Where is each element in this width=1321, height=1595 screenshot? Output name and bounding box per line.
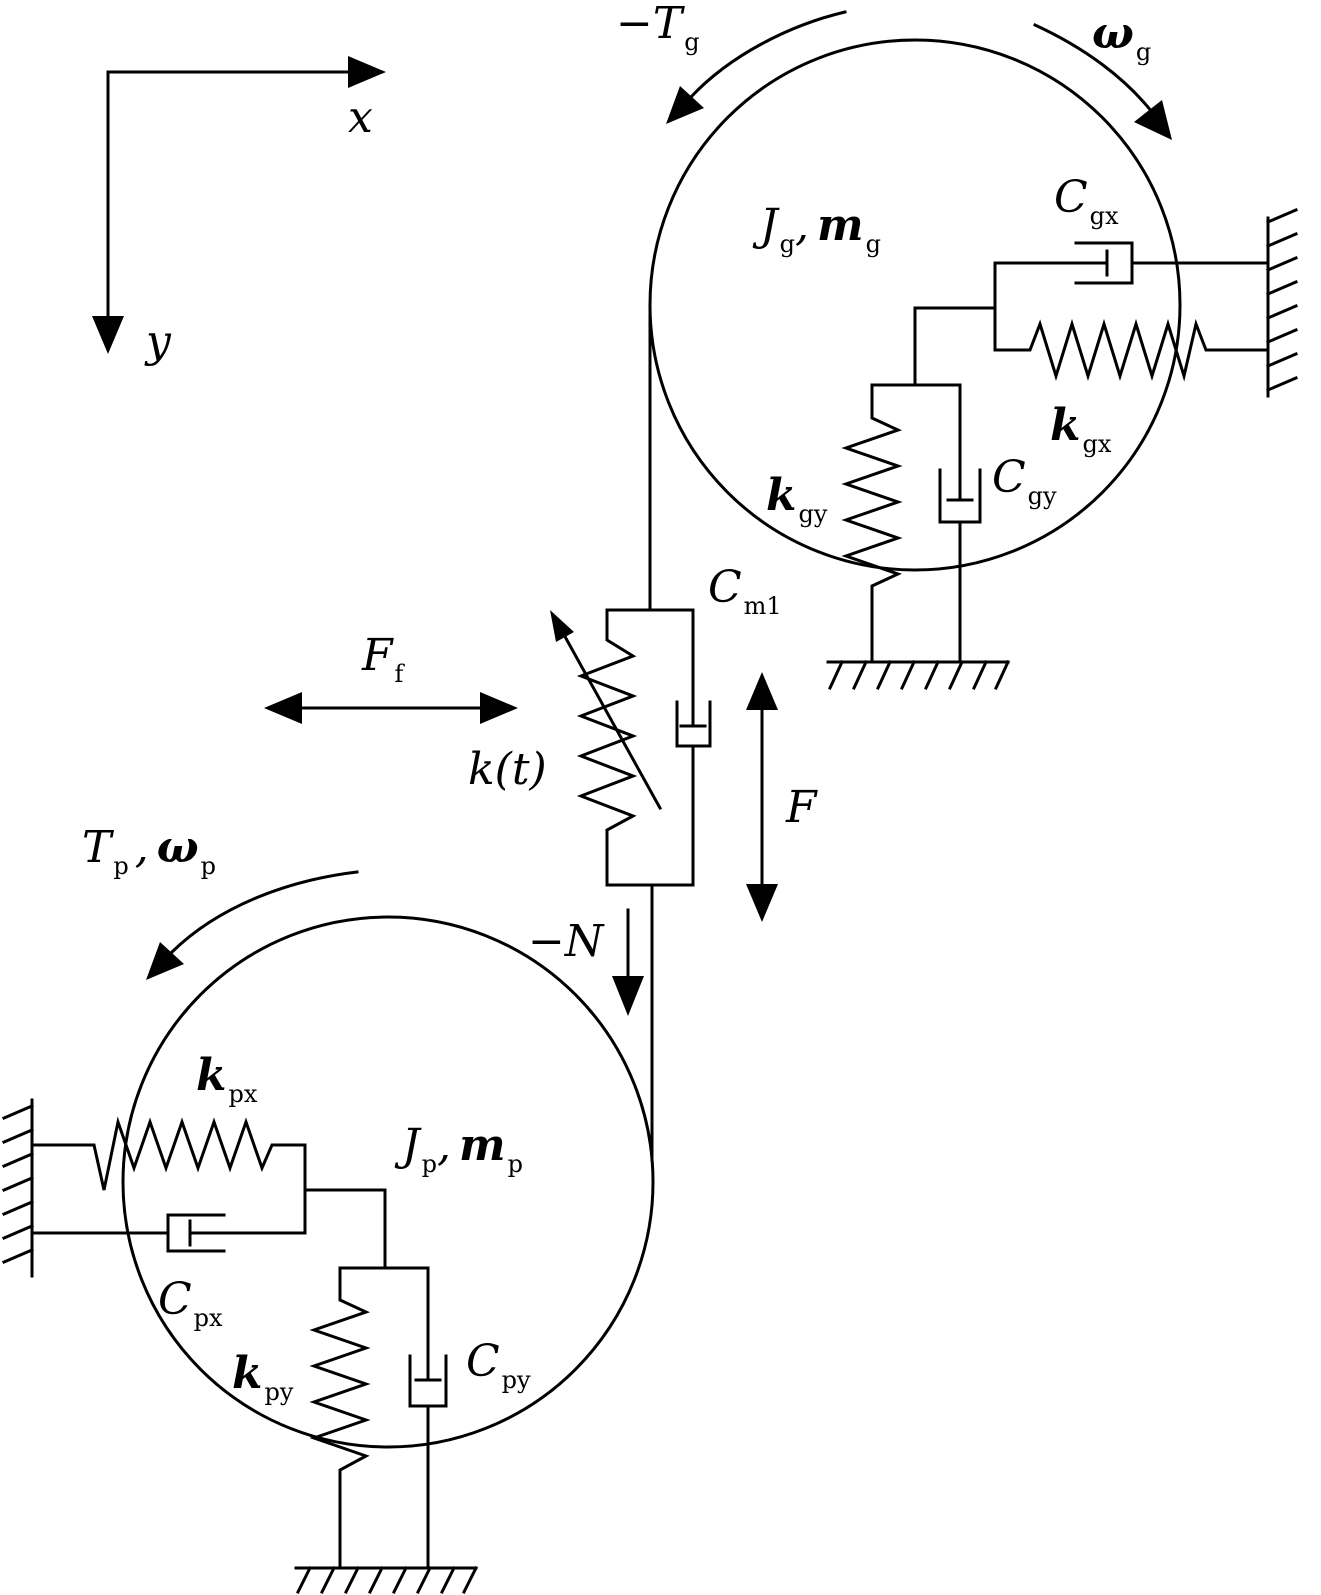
gear-x-damper-label: Cgx [1054, 172, 1119, 230]
gear-wheel: −Tg ωg Jg,mg Cgx kgx Cgy kgy [616, 0, 1298, 690]
normal-force-label: −N [528, 916, 605, 967]
gear-x-wall-hatch [1266, 208, 1298, 392]
mesh-variable-arrowhead [550, 610, 574, 642]
gear-y-damper-label: Cgy [992, 452, 1057, 510]
friction-force-arrowhead-left [264, 692, 302, 724]
mesh-force-arrowhead-down [746, 884, 778, 922]
pinion-rotation-arc [169, 870, 359, 955]
mesh-variable-arrow-line [555, 621, 663, 811]
friction-force-arrowhead-right [480, 692, 518, 724]
pinion-rotation-arrowhead [146, 942, 184, 980]
normal-force-arrowhead [612, 976, 644, 1016]
pinion-x-damper-label: Cpx [158, 1274, 223, 1332]
pinion-x-damper-cylinder [166, 1213, 226, 1253]
pinion-torque-omega-label: Tp,ωp [82, 822, 216, 880]
mesh-damper-label: Cm1 [708, 562, 782, 620]
x-axis-arrowhead [348, 56, 386, 88]
gear-torque-arc [687, 10, 847, 101]
gear-y-spring [841, 383, 903, 664]
gear-inertia-label: Jg,mg [752, 200, 881, 258]
gear-torque-arrowhead [666, 86, 704, 124]
gear-bearing-link [913, 306, 997, 387]
y-axis-arrowhead [92, 316, 124, 354]
gear-omega-label: ωg [1092, 8, 1151, 66]
pinion-circle [121, 915, 655, 1449]
gear-omega-arrowhead [1134, 100, 1172, 140]
gear-x-spring [993, 318, 1270, 382]
gear-y-spring-label: kgy [766, 470, 828, 528]
pinion-inertia-label: Jp,mp [394, 1120, 523, 1178]
mesh-force-arrowhead-up [746, 672, 778, 710]
gear-x-spring-label: kgx [1050, 400, 1112, 458]
mesh-coupling: Cm1 Ff k(t) F −N [264, 303, 818, 1162]
pinion-y-spring-label: kpy [232, 1348, 294, 1406]
pinion-x-wall-hatch [2, 1104, 34, 1264]
pinion-bearing-link [303, 1188, 387, 1270]
pinion-y-damper-label: Cpy [466, 1336, 531, 1394]
y-axis-label: y [144, 316, 172, 367]
mesh-force-label: F [785, 782, 818, 833]
pinion-y-spring [309, 1266, 371, 1570]
x-axis-label: x [348, 92, 373, 143]
friction-force-label: Ff [361, 630, 406, 688]
pinion-x-spring [30, 1116, 307, 1191]
gear-torque-label: −Tg [616, 0, 700, 56]
pinion-x-spring-label: kpx [196, 1050, 258, 1108]
pinion-ground-hatch [295, 1565, 479, 1595]
mesh-variable-spring [576, 608, 638, 887]
coordinate-axes: x y [92, 56, 386, 367]
gear-circle [648, 38, 1182, 572]
gear-ground-hatch [828, 660, 1010, 690]
gear-omega-arc [1033, 23, 1155, 115]
mesh-stiffness-label: k(t) [468, 744, 547, 795]
